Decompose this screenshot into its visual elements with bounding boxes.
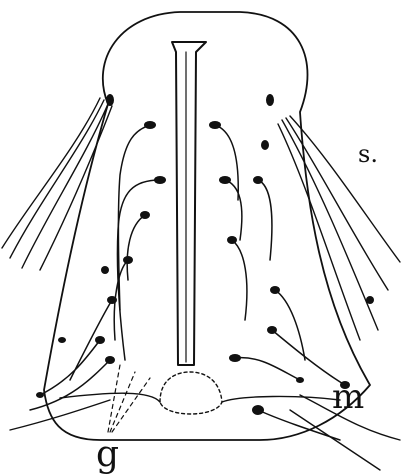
central-canal [172, 42, 206, 365]
ventral-boundary [60, 393, 340, 402]
label-s: s. [358, 140, 378, 168]
floor-plate [160, 372, 222, 414]
g-pointer-lines [108, 365, 150, 432]
sensory-fibers-right [278, 116, 400, 340]
label-g: g [96, 434, 119, 474]
label-m: m [332, 377, 364, 417]
sensory-fibers-left [2, 98, 112, 270]
